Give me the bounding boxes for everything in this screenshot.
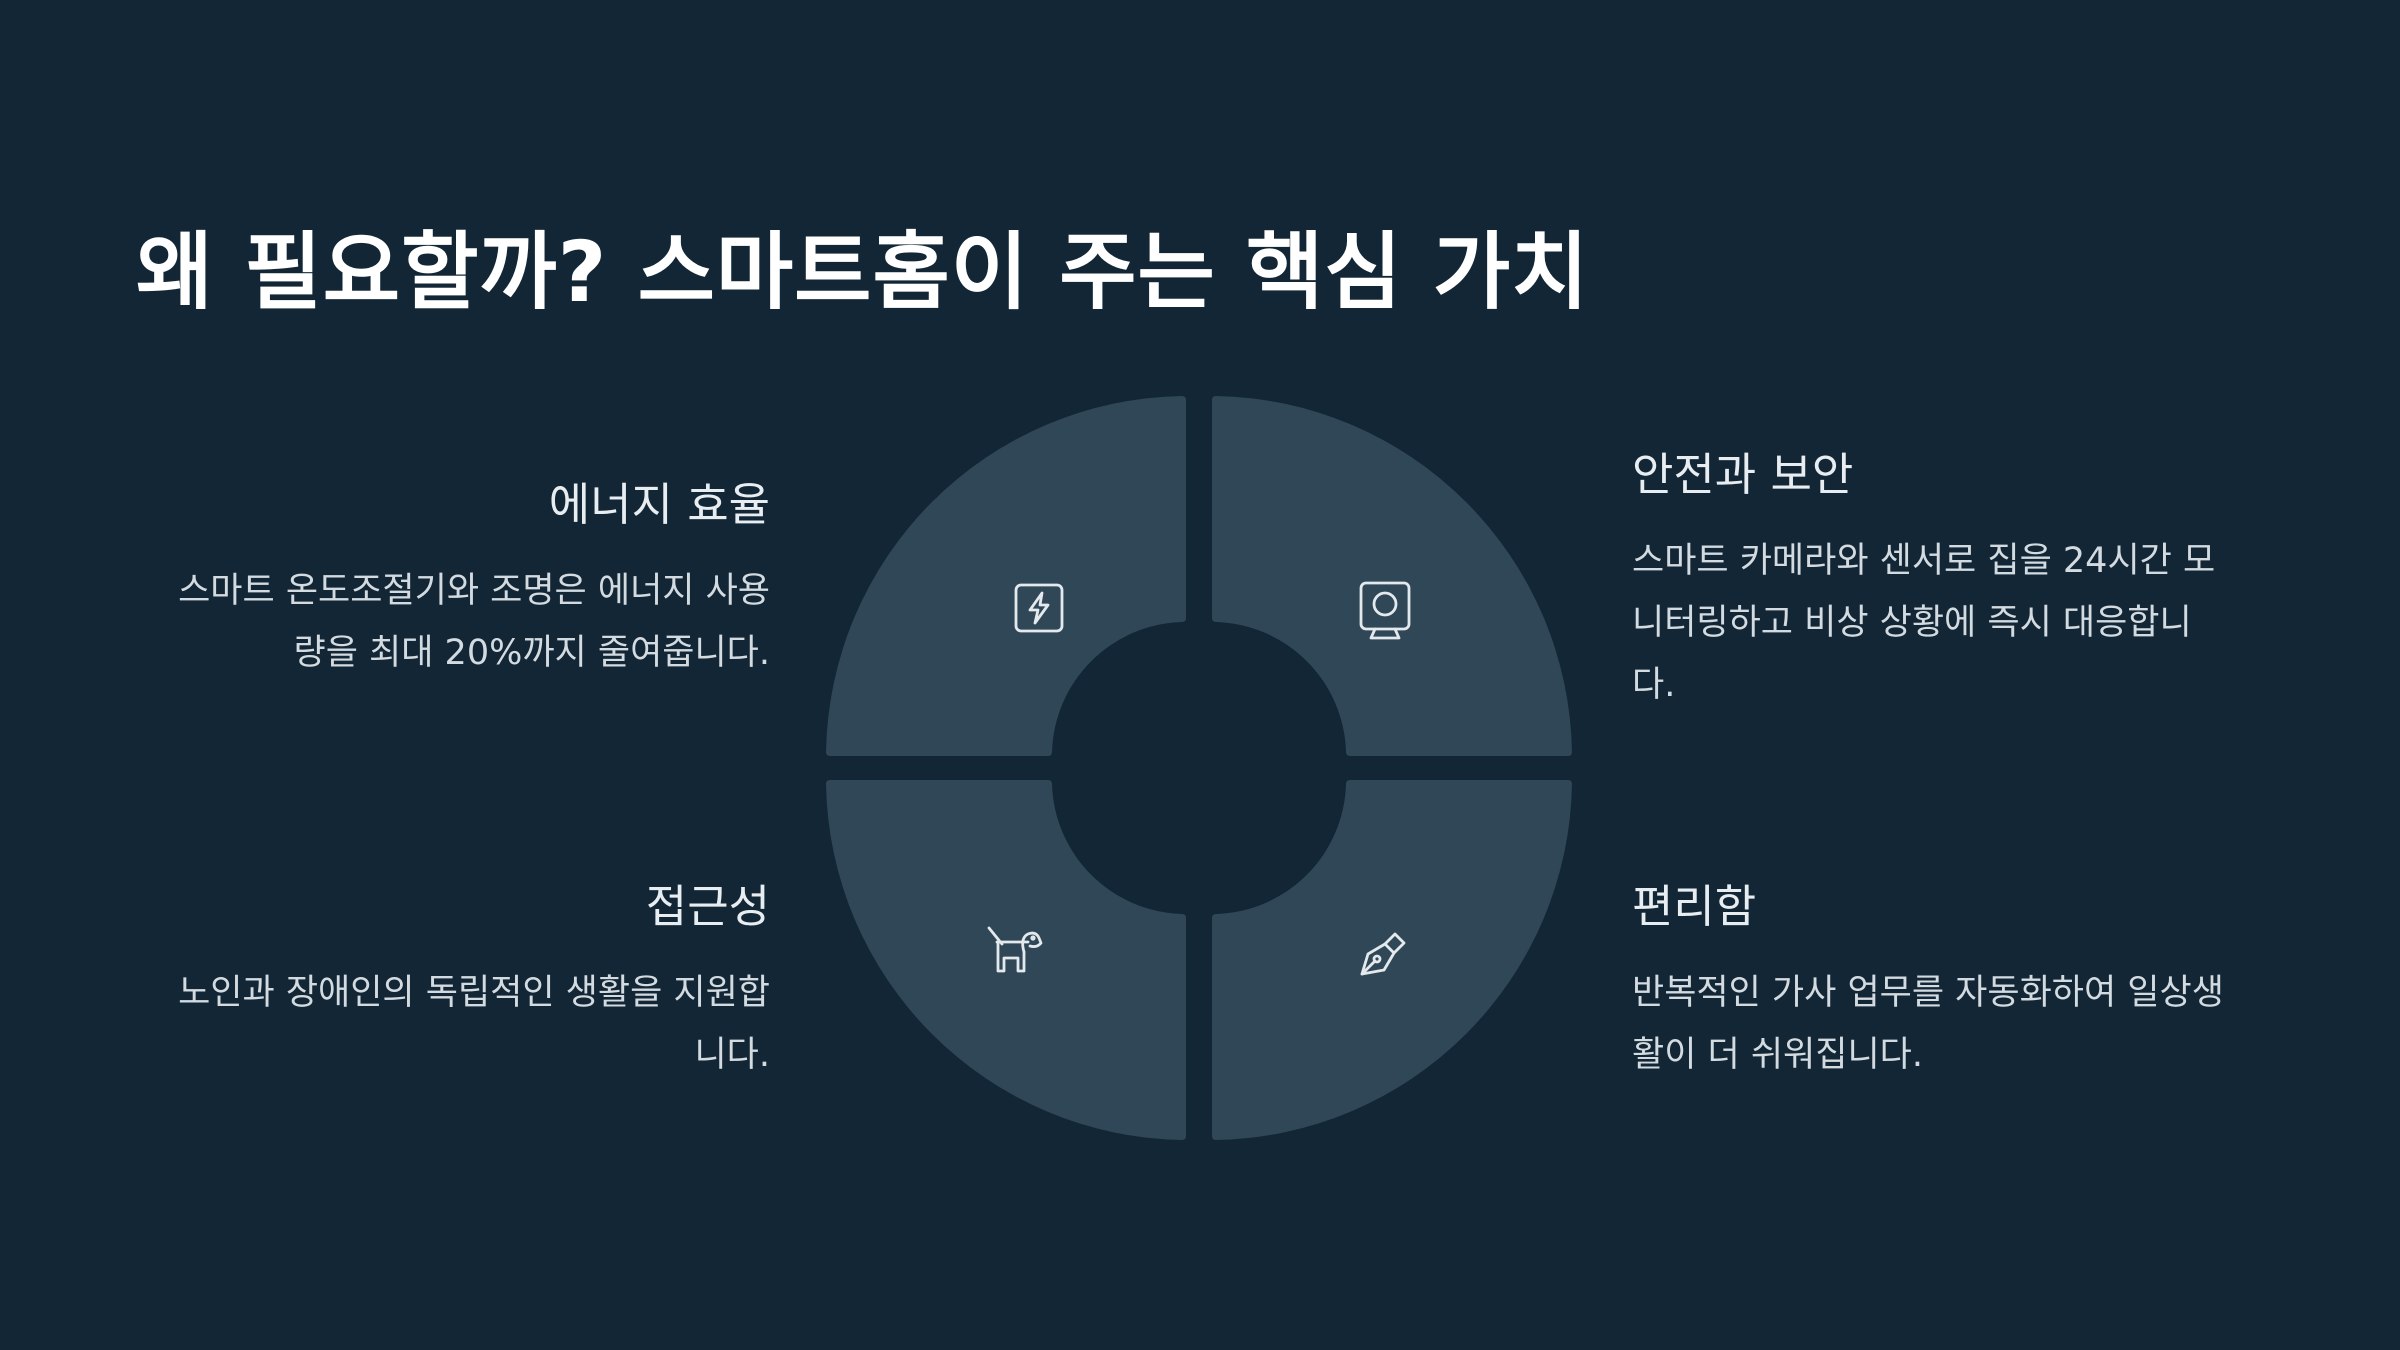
energy-efficiency-heading: 에너지 효율 [548,478,770,531]
convenience-desc-line-1: 반복적인 가사 업무를 자동화하여 일상생 [1632,973,2224,1013]
safety-security-block: 안전과 보안 스마트 카메라와 센서로 집을 24시간 모 니터링하고 비상 상… [1632,448,2272,716]
safety-security-description: 스마트 카메라와 센서로 집을 24시간 모 니터링하고 비상 상황에 즉시 대… [1632,530,2272,716]
lightning-icon [1014,583,1064,633]
guide-dog-icon [987,926,1043,973]
accessibility-block: 접근성 노인과 장애인의 독립적인 생활을 지원합 니다. [130,880,770,1086]
ring-segment-convenience [1212,780,1572,1140]
energy-efficiency-description: 스마트 온도조절기와 조명은 에너지 사용 량을 최대 20%까지 줄여줍니다. [130,560,770,684]
energy-efficiency-block: 에너지 효율 스마트 온도조절기와 조명은 에너지 사용 량을 최대 20%까지… [130,478,770,684]
page-title: 왜 필요할까? 스마트홈이 주는 핵심 가치 [136,223,1590,321]
value-ring-diagram [826,396,1572,1142]
accessibility-desc-line-2: 니다. [694,1035,770,1075]
safety-desc-line-2: 니터링하고 비상 상황에 즉시 대응합니 [1632,603,2192,643]
ring-segment-accessibility [826,780,1186,1140]
accessibility-desc-line-1: 노인과 장애인의 독립적인 생활을 지원합 [178,973,770,1013]
safety-security-heading: 안전과 보안 [1632,448,1854,501]
energy-desc-line-2: 량을 최대 20%까지 줄여줍니다. [293,633,771,673]
webcam-icon [1359,581,1411,640]
energy-desc-line-1: 스마트 온도조절기와 조명은 에너지 사용 [178,571,770,611]
ring-segment-safety [1212,396,1572,756]
convenience-description: 반복적인 가사 업무를 자동화하여 일상생 활이 더 쉬워집니다. [1632,962,2272,1086]
value-ring-svg [826,396,1572,1140]
accessibility-heading: 접근성 [645,880,770,933]
convenience-block: 편리함 반복적인 가사 업무를 자동화하여 일상생 활이 더 쉬워집니다. [1632,880,2272,1086]
convenience-heading: 편리함 [1632,880,1757,933]
safety-desc-line-3: 다. [1632,665,1676,705]
accessibility-description: 노인과 장애인의 독립적인 생활을 지원합 니다. [130,962,770,1086]
ring-segment-energy [826,396,1186,756]
convenience-desc-line-2: 활이 더 쉬워집니다. [1632,1035,1923,1075]
pen-nib-icon [1360,932,1406,976]
safety-desc-line-1: 스마트 카메라와 센서로 집을 24시간 모 [1632,541,2216,581]
